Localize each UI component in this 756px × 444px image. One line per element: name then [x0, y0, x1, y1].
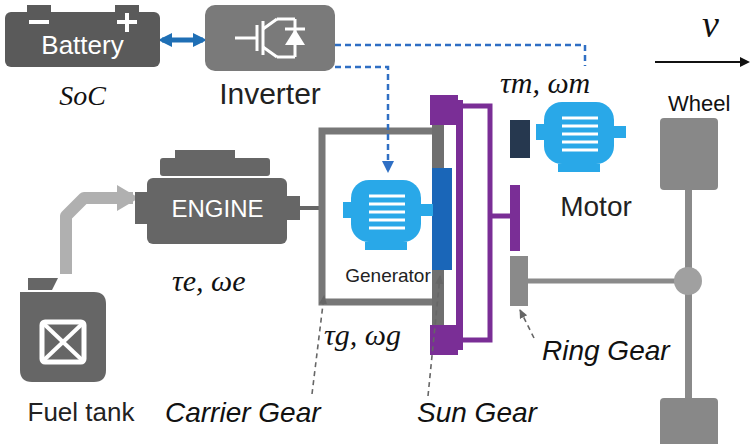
motor-coupling — [510, 120, 530, 158]
wheel — [660, 398, 718, 444]
generator-node: Generator — [333, 170, 443, 300]
wheel — [660, 118, 718, 190]
signal-name: τe, ωe — [172, 264, 246, 297]
node-title: Motor — [560, 192, 632, 223]
part-name: Wheel — [668, 92, 730, 116]
node-title: Inverter — [219, 77, 321, 110]
control-signal-line — [335, 67, 388, 170]
engine-node: ENGINE — [135, 150, 300, 250]
part-name: Ring Gear — [540, 336, 672, 367]
fuel-flow-arrow — [66, 198, 133, 274]
ring-gear-tooth — [430, 95, 458, 125]
differential — [674, 267, 702, 295]
power-link-arrow — [162, 38, 203, 43]
drive-shaft — [528, 279, 676, 284]
engine-shaft — [298, 206, 322, 210]
generator-icon — [333, 170, 443, 255]
node-title: Battery — [41, 31, 123, 60]
final-drive-gear — [510, 256, 528, 306]
fuel-tank-icon — [6, 278, 156, 382]
motor-icon — [530, 92, 662, 182]
inverter-node: Inverter — [205, 5, 335, 120]
leader-line — [520, 310, 534, 338]
inverter-icon — [205, 5, 335, 71]
ring-gear — [456, 100, 463, 350]
motor-node: Motor — [530, 92, 662, 237]
sun-gear — [432, 168, 452, 270]
velocity-symbol: v — [702, 4, 719, 46]
signal-name: τg, ωg — [322, 318, 403, 351]
node-title: ENGINE — [171, 196, 263, 222]
part-name: Sun Gear — [415, 398, 539, 429]
leader-line — [428, 276, 440, 396]
motor-pinion — [510, 185, 520, 251]
velocity-arrow — [655, 61, 748, 63]
state-label: SoC — [59, 81, 106, 112]
fuel-tank-node: Fuel tank — [6, 278, 156, 440]
signal-name: τm, ωm — [498, 66, 592, 99]
part-name: Carrier Gear — [165, 398, 321, 429]
battery-node: BatterySoC — [5, 5, 160, 117]
node-title: Generator — [345, 266, 431, 287]
ring-gear-carrier — [463, 106, 490, 340]
carrier-frame — [322, 131, 440, 302]
node-title: Fuel tank — [28, 398, 135, 427]
planet-gear — [432, 118, 444, 168]
